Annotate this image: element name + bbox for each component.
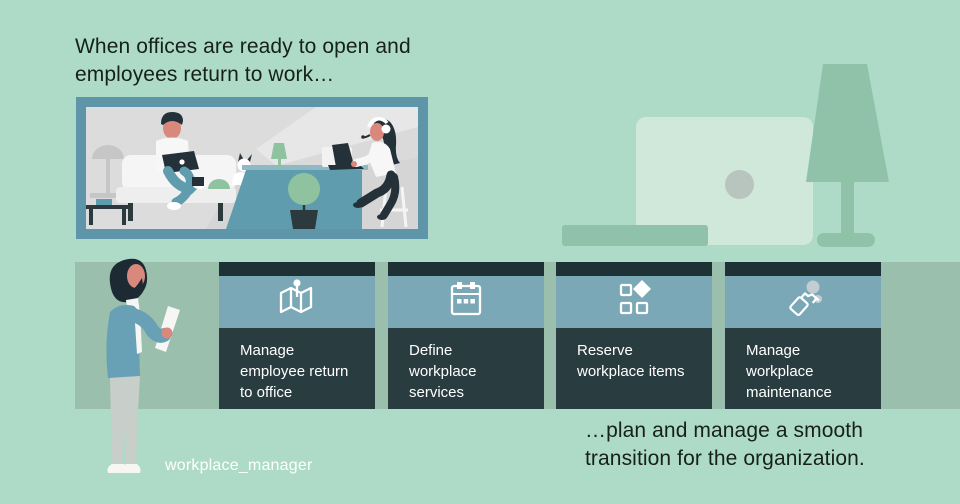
- spray-bottle-icon: [780, 277, 826, 328]
- persona-label: workplace_manager: [165, 457, 313, 474]
- card-define-workplace-services: Define workplace services: [388, 262, 544, 409]
- card-reserve-workplace-items: Reserve workplace items: [556, 262, 712, 409]
- card-label: Manage workplace maintenance: [725, 328, 881, 409]
- laptop-logo-circle: [725, 170, 754, 199]
- office-scene-illustration: [76, 97, 428, 239]
- lamp-silhouette: [795, 60, 900, 255]
- card-label: Reserve workplace items: [556, 328, 712, 409]
- card-top-bar: [725, 262, 881, 276]
- keyboard-silhouette: [562, 225, 708, 246]
- outro-text: …plan and manage a smooth transition for…: [585, 419, 865, 470]
- intro-text: When offices are ready to open and emplo…: [75, 35, 411, 86]
- card-label: Manage employee return to office: [219, 328, 375, 409]
- workplace-manager-illustration: [84, 252, 184, 487]
- card-top-bar: [388, 262, 544, 276]
- map-pin-icon: [274, 277, 320, 328]
- card-label: Define workplace services: [388, 328, 544, 409]
- laptop-silhouette: [636, 117, 813, 245]
- squares-diamond-icon: [611, 277, 657, 328]
- card-top-bar: [219, 262, 375, 276]
- card-manage-workplace-maintenance: Manage workplace maintenance: [725, 262, 881, 409]
- card-top-bar: [556, 262, 712, 276]
- calendar-icon: [443, 277, 489, 328]
- card-manage-employee-return: Manage employee return to office: [219, 262, 375, 409]
